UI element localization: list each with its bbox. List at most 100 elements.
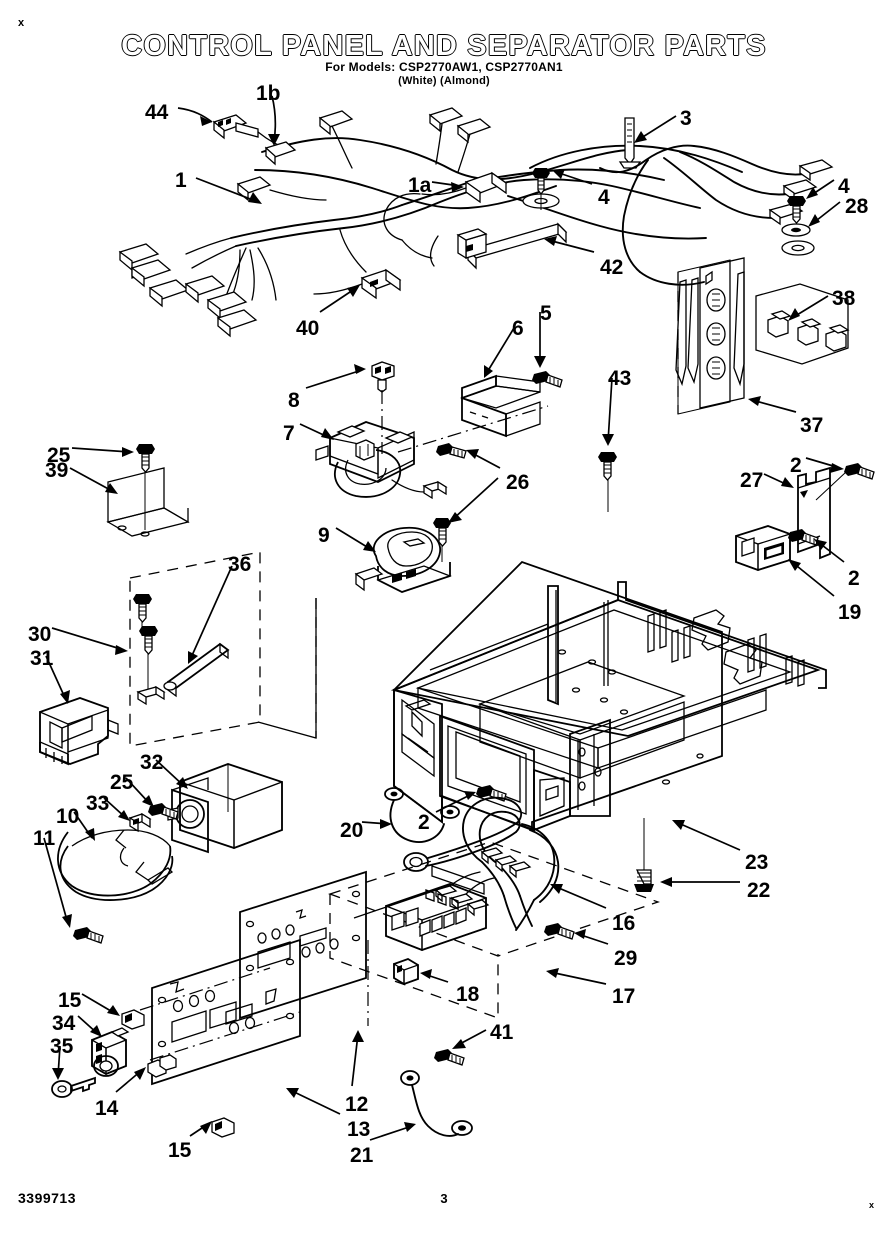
assembly-39 <box>108 444 188 536</box>
screw-2-lower <box>788 529 818 545</box>
callout-34-lock-assembly: 34 <box>52 1012 76 1035</box>
wire-harness-16 <box>404 798 558 930</box>
models-line: For Models: CSP2770AW1, CSP2770AN1 <box>325 60 563 74</box>
wire-harness-main <box>120 108 742 336</box>
connector-1b <box>266 142 295 164</box>
callout-15-nut: 15 <box>58 989 82 1012</box>
callout-40-connector-block: 40 <box>296 317 320 340</box>
page-title: CONTROL PANEL AND SEPARATOR PARTS <box>121 29 767 62</box>
callout-2-screw: 2 <box>848 567 860 590</box>
lock-34 <box>92 1028 128 1076</box>
timer-7 <box>316 422 446 498</box>
callout-41-screw: 41 <box>490 1021 514 1044</box>
ground-wire-21 <box>401 1071 472 1136</box>
bracket-6 <box>462 376 540 436</box>
callout-25-screw: 25 <box>110 771 134 794</box>
washer-28 <box>782 224 810 236</box>
key-35 <box>52 1078 95 1097</box>
assembly-3-ground-wire <box>600 118 832 285</box>
terminal-screws-38 <box>768 311 848 351</box>
callout-4-screw: 4 <box>838 175 850 198</box>
callout-18-connector: 18 <box>456 983 480 1006</box>
assembly-32 <box>168 764 282 852</box>
callout-38-terminal-block: 38 <box>832 287 856 310</box>
assembly-30-31-36 <box>40 594 228 764</box>
dispenser-housing-31 <box>40 698 118 764</box>
dashed-guide-box <box>130 552 316 746</box>
screw-26-upper <box>436 443 466 458</box>
callout-44-connector-terminal: 44 <box>145 101 169 124</box>
callout-35-key: 35 <box>50 1035 74 1058</box>
connector-18 <box>394 959 418 984</box>
callout-3-ground-wire-assembly: 3 <box>680 107 692 130</box>
callout-4-screw: 4 <box>598 186 610 209</box>
nut-15-upper <box>122 1010 144 1029</box>
corner-mark-bottom-right: x <box>868 1200 874 1210</box>
corner-mark-top-left: x <box>18 17 25 29</box>
callout-30-clip: 30 <box>28 623 52 646</box>
callout-25-screw: 25 <box>47 444 71 467</box>
ground-strap-20 <box>385 788 459 842</box>
washer-lower <box>782 241 814 255</box>
callout-21-ground-wire: 21 <box>350 1144 374 1167</box>
callout-37-terminal-board: 37 <box>800 414 824 437</box>
callout-15-nut: 15 <box>168 1139 192 1162</box>
callout-33-terminal: 33 <box>86 792 110 815</box>
footer-part-number: 3399713 <box>18 1190 77 1206</box>
switch-19 <box>736 526 790 570</box>
callout-9-water-level-switch: 9 <box>318 524 330 547</box>
callout-10-wire-shield: 10 <box>56 805 80 828</box>
nut-15-lower <box>212 1118 234 1137</box>
connector-40 <box>362 270 400 298</box>
screw-30-lower <box>139 626 158 694</box>
callout-31-dispenser-housing: 31 <box>30 647 54 670</box>
callout-5-screw: 5 <box>540 302 552 325</box>
control-panels <box>140 872 368 1084</box>
footer-page-number: 3 <box>440 1191 448 1206</box>
callout-8-knob-nut: 8 <box>288 389 300 412</box>
callout-11-screw: 11 <box>33 827 56 850</box>
callout-13-front-panel: 13 <box>347 1118 371 1141</box>
wire-shield-10 <box>58 830 172 900</box>
terminal-33 <box>130 814 150 831</box>
nut-8 <box>372 362 394 392</box>
screw-22 <box>634 870 654 892</box>
terminal-board-lower <box>386 884 486 950</box>
callout-1b-harness-branch: 1b <box>256 82 281 105</box>
screw-4-right <box>787 196 806 223</box>
screw-43 <box>598 452 617 512</box>
rod-36 <box>164 644 228 696</box>
callout-27-bracket: 27 <box>740 469 764 492</box>
connector-44 <box>214 115 258 138</box>
callout-20-ground-strap: 20 <box>340 819 364 842</box>
screw-11 <box>73 927 103 943</box>
callout-2-screw: 2 <box>418 811 430 834</box>
connector-1a <box>466 173 506 202</box>
callout-1-main-wire-harness: 1 <box>175 169 187 192</box>
callout-12-rear-panel: 12 <box>345 1093 369 1116</box>
bushing-14 <box>148 1055 176 1077</box>
callout-16-wire-harness-lower: 16 <box>612 912 636 935</box>
callout-17-separator-panel: 17 <box>612 985 636 1008</box>
screw-30-upper <box>133 594 152 636</box>
callout-29-screw: 29 <box>614 947 638 970</box>
callout-23-console-base: 23 <box>745 851 769 874</box>
callout-32-transformer: 32 <box>140 751 164 774</box>
wire-tie-42 <box>458 224 566 268</box>
assembly-37-38 <box>676 258 848 414</box>
screw-25-upper <box>136 444 155 530</box>
screw-29 <box>544 923 574 939</box>
callout-2-screw: 2 <box>790 454 802 477</box>
callout-7-timer-assembly: 7 <box>283 422 295 445</box>
callout-1a-harness-connector: 1a <box>408 174 432 197</box>
callout-26-screw: 26 <box>506 471 530 494</box>
callout-14-bushing: 14 <box>95 1097 119 1120</box>
callout-6-bracket: 6 <box>512 317 524 340</box>
callout-22-screw: 22 <box>747 879 771 902</box>
callout-42-wire-tie: 42 <box>600 256 624 279</box>
console-base-23 <box>394 562 826 870</box>
color-line: (White) (Almond) <box>398 75 490 87</box>
callout-43-screw: 43 <box>608 367 632 390</box>
assembly-7-8-9 <box>316 362 617 592</box>
